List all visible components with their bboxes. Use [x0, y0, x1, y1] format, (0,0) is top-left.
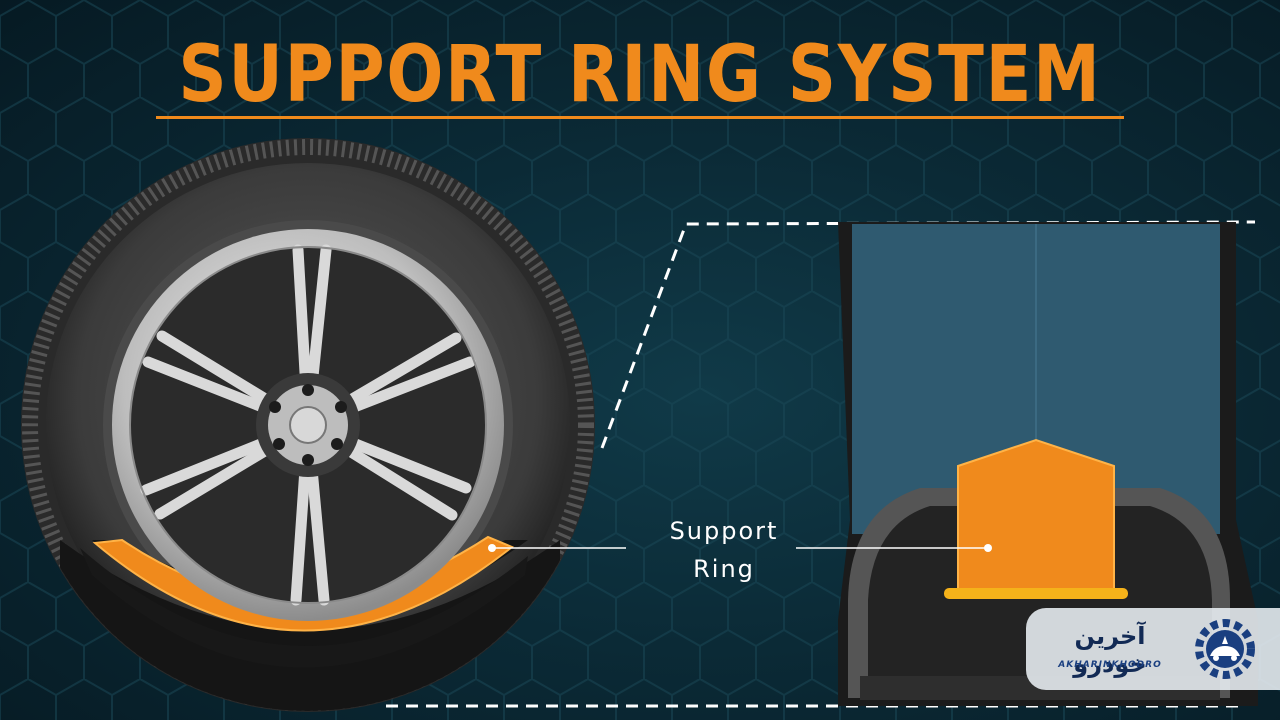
callout-line-1: Support — [669, 517, 779, 545]
wheel-icon — [21, 138, 595, 712]
watermark: آخرین خودرو AKHARINKHODRO — [1026, 608, 1280, 690]
gear-car-logo — [1195, 619, 1255, 679]
watermark-latin-text: AKHARINKHODRO — [1058, 660, 1162, 670]
watermark-persian-text: آخرین خودرو — [1073, 622, 1147, 678]
callout-leaders — [488, 544, 992, 552]
tire-cross-section-icon — [838, 222, 1258, 706]
page-title: SUPPORT RING SYSTEM — [178, 30, 1102, 120]
support-ring-callout: Support Ring — [640, 512, 808, 588]
title-underline — [156, 116, 1124, 119]
callout-line-2: Ring — [693, 555, 755, 583]
